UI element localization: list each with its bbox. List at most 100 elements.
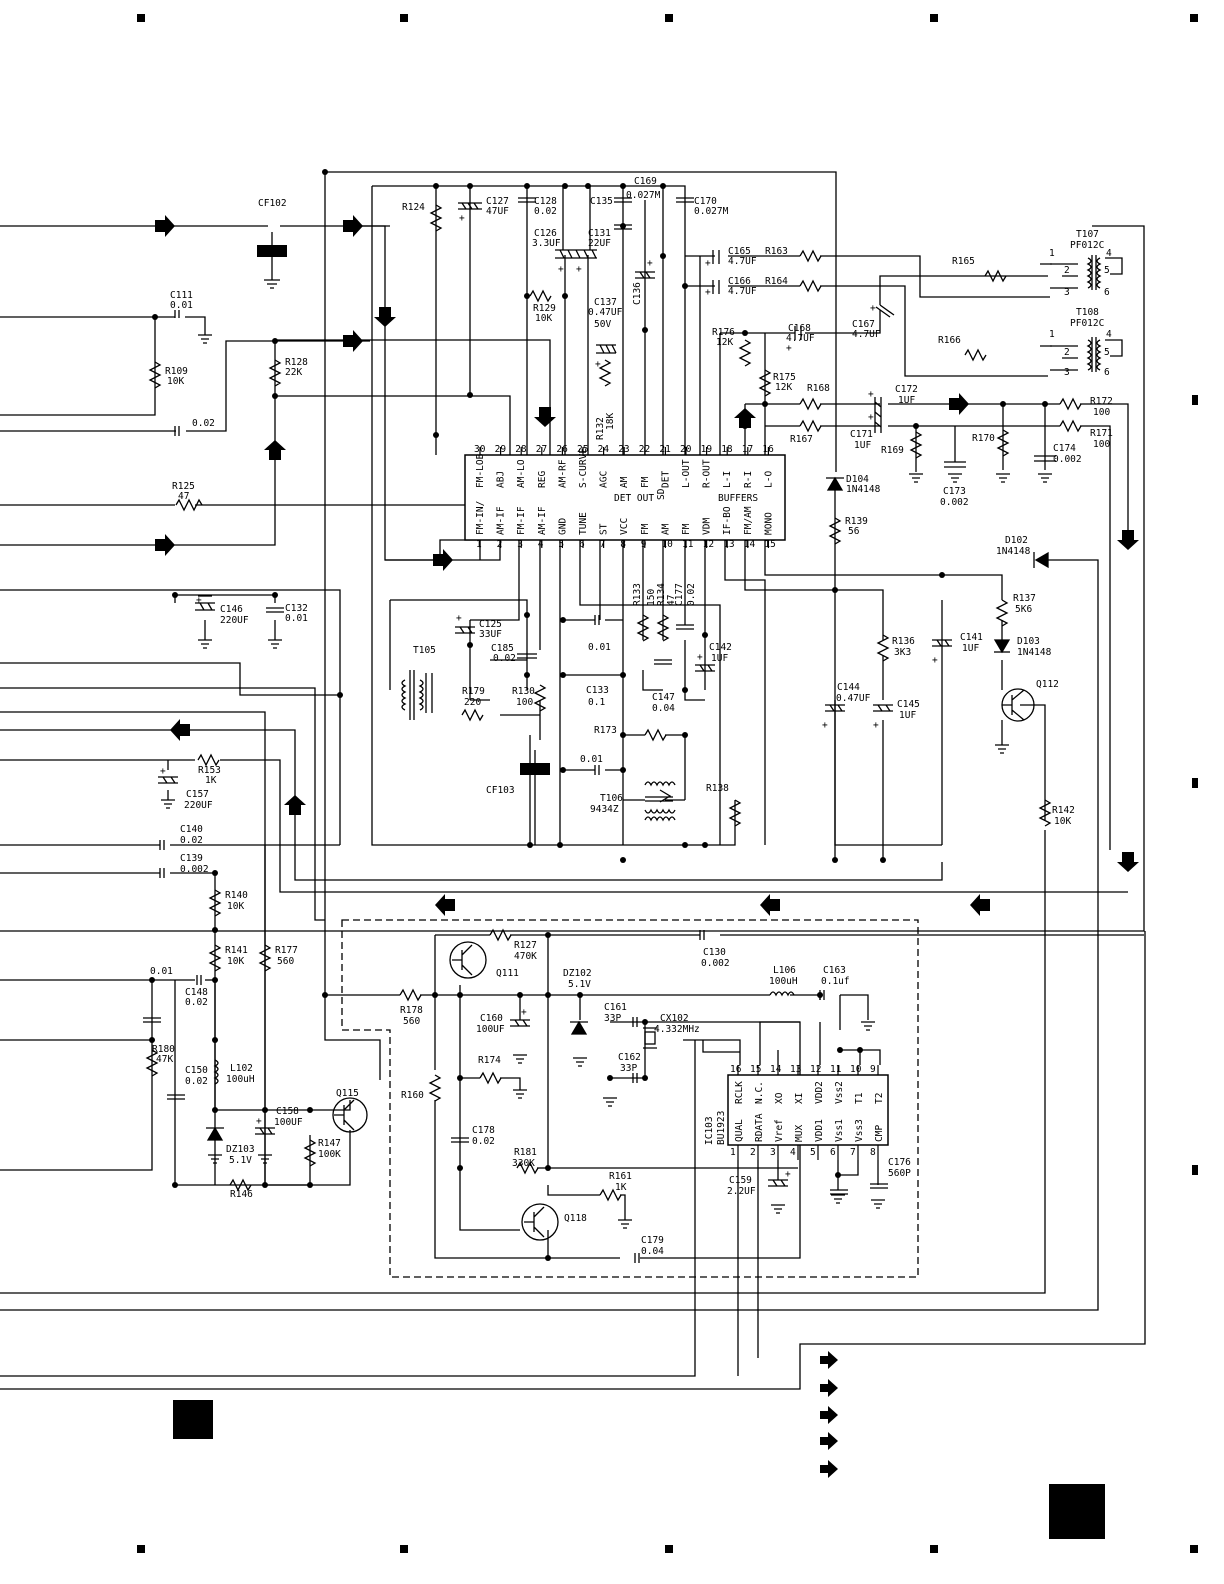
ic101-pin-top: 16 (762, 444, 774, 455)
svg-text:+: + (705, 258, 711, 269)
l106-value: 100uH (769, 976, 798, 987)
d103-label: D103 (1017, 636, 1040, 647)
ic101-block-buffers: BUFFERS (718, 493, 758, 504)
c166-value: 4.7UF (728, 286, 757, 297)
ic103-pin-bottom: 1 (730, 1147, 736, 1158)
ic103-pin-name-bottom: CMP (874, 1125, 885, 1142)
r141-label: R141 (225, 945, 248, 956)
ic103-pin-top: 14 (770, 1064, 782, 1075)
ic101-pin-bottom: 14 (744, 539, 756, 550)
cap-002-label: 0.02 (192, 418, 215, 429)
cx102-label: CX102 (660, 1013, 689, 1024)
ic101-pin-name-bottom: MONO (763, 512, 774, 535)
c158-value: 100UF (274, 1117, 303, 1128)
ic103-pin-name-top: RCLK (734, 1081, 745, 1104)
r179-value: 220 (464, 697, 481, 708)
ic101-pin-bottom: 5 (558, 539, 564, 550)
c130-value: 0.002 (701, 958, 730, 969)
r171-label: R171 (1090, 428, 1113, 439)
c111-label: C111 (170, 290, 193, 301)
c159-label: C159 (729, 1175, 752, 1186)
c171-label: C171 (850, 429, 873, 440)
c160-label: C160 (480, 1013, 503, 1024)
ic101-block-det-out: DET OUT (614, 493, 654, 504)
c167-value: 4.7UF (852, 329, 881, 340)
svg-text:+: + (576, 264, 582, 275)
c171-value: 1UF (854, 440, 871, 451)
grounds (161, 263, 1052, 1229)
ic103-pin-name-bottom: QUAL (734, 1119, 745, 1142)
d102-label: D102 (1005, 535, 1028, 546)
ic101-pin-top: 24 (598, 444, 610, 455)
ic103-pin-name-bottom: Vss3 (854, 1119, 865, 1142)
svg-text:+: + (873, 720, 879, 731)
ic101-pin-bottom: 13 (723, 539, 734, 550)
c177-label: C177 (674, 583, 685, 606)
r161-label: R161 (609, 1171, 632, 1182)
ic103-pin-bottom: 8 (870, 1147, 876, 1158)
r153-label: R153 (198, 765, 221, 776)
svg-text:4: 4 (1106, 329, 1112, 340)
c179-label: C179 (641, 1235, 664, 1246)
r169-label: R169 (881, 445, 904, 456)
r134-value: 47 (666, 595, 677, 606)
c140-value: 0.02 (180, 835, 203, 846)
r147-label: R147 (318, 1138, 341, 1149)
ic101-pin-name-bottom: FM-IN/ (475, 501, 486, 535)
dz102-label: DZ102 (563, 968, 592, 979)
svg-text:+: + (459, 213, 465, 224)
c127-value: 47UF (486, 206, 509, 217)
ic103-pin-bottom: 3 (770, 1147, 776, 1158)
c185-label: C185 (491, 643, 514, 654)
r176-value: 12K (716, 337, 733, 348)
ic103-pin-name-bottom: RDATA (754, 1113, 765, 1142)
ic101-pin-name-top: REG (537, 471, 548, 488)
ic101-pin-name-bottom: VCC (619, 518, 630, 535)
section-box-right (1049, 1484, 1105, 1539)
ic101-pin-top: 28 (515, 444, 527, 455)
ic103-pin-name-top: VDD2 (814, 1081, 825, 1104)
ic103-pin-name-top: N.C. (754, 1081, 765, 1104)
c178-value: 0.02 (472, 1136, 495, 1147)
r130-label: R130 (512, 686, 535, 697)
c161-label: C161 (604, 1002, 627, 1013)
cap-001-label: 0.01 (588, 642, 611, 653)
c128-value: 0.02 (534, 206, 557, 217)
svg-text:+: + (786, 343, 792, 354)
t105-label: T105 (413, 645, 436, 656)
r175-value: 12K (775, 382, 792, 393)
r136-label: R136 (892, 636, 915, 647)
ic103-pin-name-bottom: Vss1 (834, 1119, 845, 1142)
legend-arrows (820, 1351, 838, 1478)
r161-value: 1K (615, 1182, 627, 1193)
c146-label: C146 (220, 604, 243, 615)
svg-text:2: 2 (1064, 347, 1070, 358)
ic103-pin-bottom: 6 (830, 1147, 836, 1158)
d104-value: 1N4148 (846, 484, 881, 495)
svg-text:5: 5 (1104, 347, 1110, 358)
c162-label: C162 (618, 1052, 641, 1063)
r138-label: R138 (706, 783, 729, 794)
ic103-pin-name-top: Vss2 (834, 1081, 845, 1104)
t108-value: PF012C (1070, 318, 1104, 329)
r146-label: R146 (230, 1189, 253, 1200)
c133-value: 0.1 (588, 697, 605, 708)
c168-value: 4.7UF (786, 333, 815, 344)
ic103-pin-bottom: 5 (810, 1147, 816, 1158)
ic101-pin-top: 21 (659, 444, 671, 455)
svg-text:+: + (558, 264, 564, 275)
c150-label: C150 (185, 1065, 208, 1076)
c148-label: C148 (185, 987, 208, 998)
dz103-value: 5.1V (229, 1155, 252, 1166)
r174-label: R174 (478, 1055, 501, 1066)
ic103: 16RCLK1QUAL15N.C.2RDATA14XO3Vref13XI4MUX… (704, 1064, 889, 1160)
ic101-pin-top: 17 (742, 444, 753, 455)
r177-label: R177 (275, 945, 298, 956)
svg-text:+: + (595, 359, 601, 370)
cx102-value: 4.332MHz (654, 1024, 700, 1035)
c165-value: 4.7UF (728, 256, 757, 267)
r168-label: R168 (807, 383, 830, 394)
svg-text:+: + (256, 1116, 262, 1127)
ic101-pin-bottom: 9 (641, 539, 647, 550)
r125-label: R125 (172, 481, 195, 492)
